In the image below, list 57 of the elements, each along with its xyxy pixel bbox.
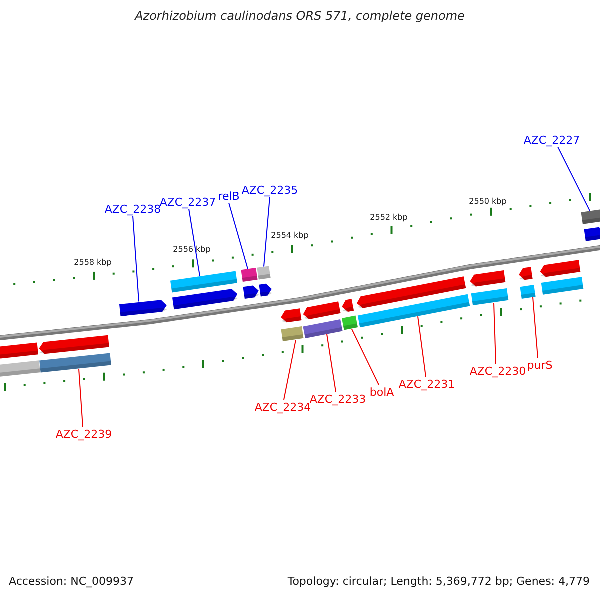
gene-bar — [281, 326, 304, 342]
leader-line — [558, 146, 590, 212]
gene-label: AZC_2237 — [160, 196, 216, 209]
leader-line — [418, 316, 426, 378]
leader-line — [188, 208, 200, 277]
gene-label: AZC_2227 — [524, 134, 580, 147]
gene-block — [172, 288, 239, 310]
gene-label: AZC_2239 — [56, 428, 112, 441]
leader-line — [264, 196, 270, 268]
gene-bar — [40, 353, 112, 373]
gene-label: AZC_2233 — [310, 393, 366, 406]
scale-label: 2558 kbp — [74, 257, 112, 269]
gene-label: AZC_2230 — [470, 365, 526, 378]
gene-label: AZC_2234 — [254, 401, 312, 414]
gene-bar — [471, 288, 509, 306]
gene-bar — [170, 271, 238, 293]
gene-block — [469, 270, 506, 288]
leader-line — [532, 296, 538, 358]
leader-line — [494, 302, 496, 364]
gene-bar — [303, 319, 343, 338]
gene-label: AZC_2231 — [398, 378, 456, 391]
gene-block — [518, 267, 533, 281]
gene-block — [243, 285, 260, 300]
scale-label: 2556 kbp — [173, 244, 211, 256]
gene-block — [584, 226, 600, 242]
gene-block — [539, 260, 581, 278]
gene-bar — [241, 268, 258, 282]
leader-line — [78, 368, 84, 428]
gene-block — [120, 299, 168, 316]
leader-line — [132, 216, 140, 302]
gene-bar — [520, 284, 536, 298]
gene-label: purS — [527, 359, 553, 372]
scale-label: 2550 kbp — [469, 196, 507, 208]
gene-block — [259, 283, 273, 297]
gene-bar — [342, 316, 358, 330]
gene-block — [0, 342, 39, 360]
gene-label: bolA — [370, 386, 394, 399]
title: Azorhizobium caulinodans ORS 571, complete genome — [134, 10, 466, 23]
leader-line — [326, 334, 336, 392]
scale-label: 2552 kbp — [370, 212, 408, 224]
gene-bar — [358, 294, 470, 328]
leader-line — [228, 202, 248, 270]
gene-bar — [257, 266, 271, 280]
genome-info-text: Topology: circular; Length: 5,369,772 bp; Genes: 4,779 — [288, 575, 590, 588]
gene-block — [356, 277, 466, 310]
gene-bar — [0, 360, 40, 378]
leader-line — [284, 340, 296, 400]
accession-text: Accession: NC_009937 — [9, 575, 134, 588]
gene-label: AZC_2235 — [242, 184, 298, 197]
gene-label: relB — [218, 190, 240, 203]
scale-label: 2554 kbp — [271, 230, 309, 242]
gene-bar — [581, 210, 600, 225]
gene-block — [280, 308, 302, 324]
gene-block — [340, 298, 354, 313]
gene-bar — [541, 278, 584, 296]
gene-label: AZC_2238 — [104, 203, 162, 216]
leader-line — [352, 328, 380, 386]
